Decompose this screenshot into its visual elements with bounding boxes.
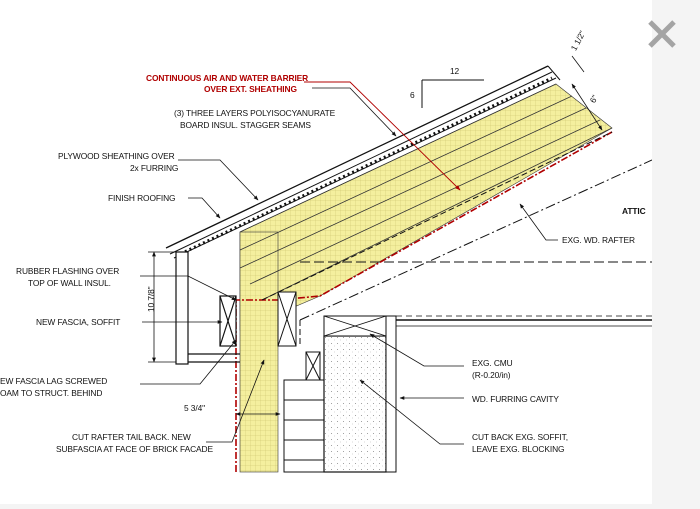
rafter-label: EXG. WD. RAFTER (562, 235, 635, 245)
finish-roofing-label: FINISH ROOFING (108, 193, 175, 203)
leader-lines (140, 87, 558, 445)
barrier-leader (304, 81, 461, 191)
flashing-label-2: TOP OF WALL INSUL. (28, 278, 111, 288)
flashing-label-1: RUBBER FLASHING OVER (16, 266, 119, 276)
overhang-dim (571, 55, 585, 73)
brick-width-label: 5 3/4" (184, 403, 205, 413)
cmu-wall (323, 315, 652, 473)
cut-rafter-label-1: CUT RAFTER TAIL BACK. NEW (72, 432, 191, 442)
brick-facade (283, 351, 325, 473)
furring-cavity-label: WD. FURRING CAVITY (472, 394, 559, 404)
roof-eave-detail-drawing: 12 6 1 1/2" 6" 10 7/8" 5 3/4" CONTINUOUS… (0, 29, 653, 473)
cut-rafter-label-2: SUBFASCIA AT FACE OF BRICK FACADE (56, 444, 213, 454)
fascia-height-dim (148, 251, 176, 363)
close-icon[interactable] (640, 12, 684, 56)
existing-rafter (261, 131, 653, 344)
fascia-height-label: 10 7/8" (146, 286, 156, 312)
lag-label-2: OAM TO STRUCT. BEHIND (0, 388, 102, 398)
overhang-dim-label: 1 1/2" (569, 29, 588, 52)
wall-insulation (239, 231, 279, 473)
cut-soffit-label-2: LEAVE EXG. BLOCKING (472, 444, 564, 454)
air-barrier-label-1: CONTINUOUS AIR AND WATER BARRIER (146, 73, 308, 83)
fascia-label: NEW FASCIA, SOFFIT (36, 317, 120, 327)
blocking (277, 291, 297, 347)
cmu-label-1: EXG. CMU (472, 358, 513, 368)
insulation-label-1: (3) THREE LAYERS POLYISOCYANURATE (174, 108, 336, 118)
slope-run-label: 12 (450, 66, 460, 76)
air-barrier-label-2: OVER EXT. SHEATHING (204, 84, 297, 94)
lag-label-1: EW FASCIA LAG SCREWED (0, 376, 107, 386)
slope-indicator (421, 79, 484, 108)
insulation-depth-label: 6" (588, 93, 600, 104)
fascia-soffit-box (175, 251, 240, 365)
cut-soffit-label-1: CUT BACK EXG. SOFFIT, (472, 432, 568, 442)
slope-rise-label: 6 (410, 90, 415, 100)
sheathing-label-1: PLYWOOD SHEATHING OVER (58, 151, 175, 161)
insulation-label-2: BOARD INSUL. STAGGER SEAMS (180, 120, 311, 130)
insulation-layer-lines (239, 83, 613, 301)
sheathing-label-2: 2x FURRING (130, 163, 178, 173)
roof-assembly (165, 65, 561, 259)
detail-sheet: 12 6 1 1/2" 6" 10 7/8" 5 3/4" CONTINUOUS… (0, 0, 653, 504)
insulation-depth-dim (571, 83, 603, 131)
attic-label: ATTIC (622, 206, 646, 216)
cmu-label-2: (R-0.20/in) (472, 370, 511, 380)
